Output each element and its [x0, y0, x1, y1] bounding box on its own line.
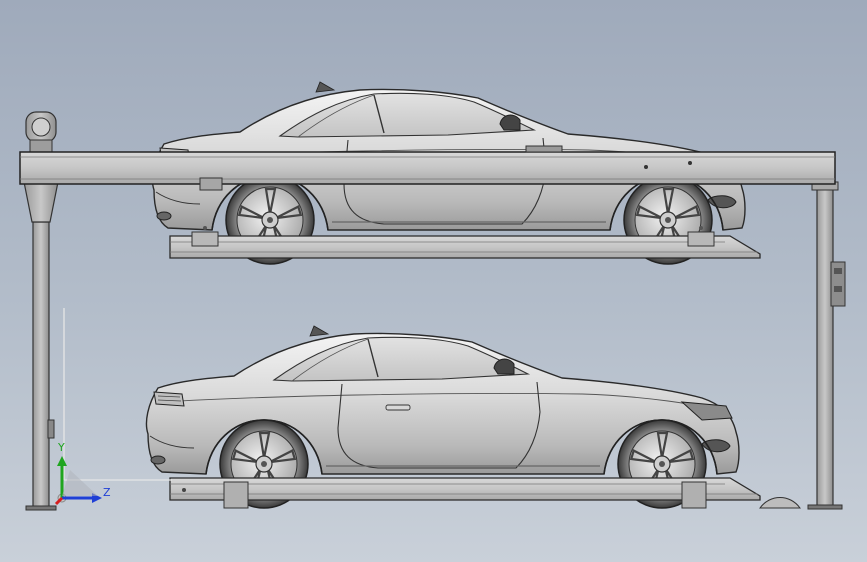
upper-crossbeam — [19, 145, 836, 191]
coordinate-triad-icon[interactable] — [54, 456, 102, 506]
upper-runway — [169, 226, 761, 259]
wheel-chock-icon — [759, 497, 801, 509]
motor-housing-icon — [25, 111, 57, 157]
axis-z-label: Z — [103, 486, 111, 499]
left-post — [23, 181, 59, 511]
lower-runway — [169, 477, 761, 509]
control-box-icon — [830, 261, 846, 307]
right-post — [807, 181, 843, 510]
axis-y-label: Y — [58, 441, 65, 454]
